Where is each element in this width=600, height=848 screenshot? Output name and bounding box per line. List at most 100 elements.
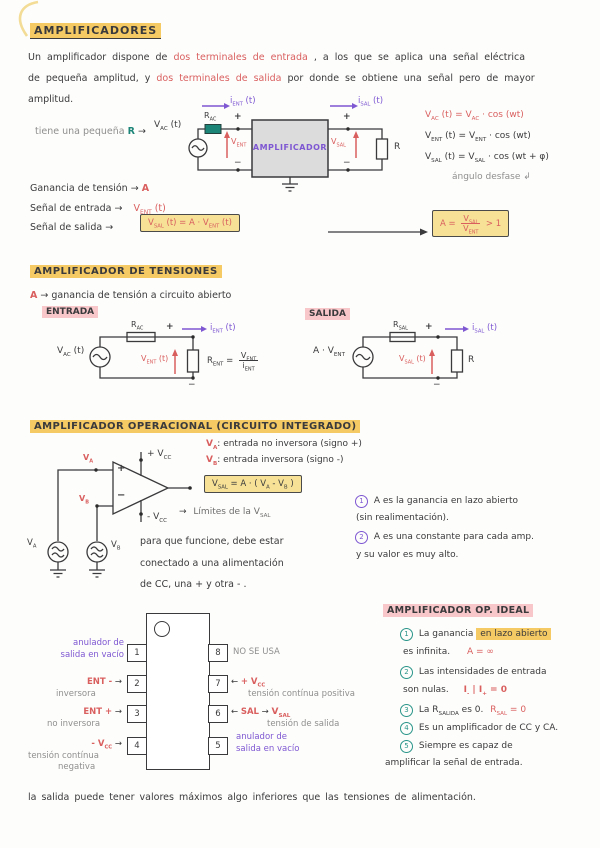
arrow-glyph: → <box>114 203 123 214</box>
vsal-label: VSAL (t) <box>399 354 426 366</box>
pin-6-label: ← SAL → VSAL <box>231 707 290 719</box>
minus-sign: − <box>343 158 351 168</box>
va-description: VA: entrada no inversora (signo +) <box>206 439 362 451</box>
phase-note: ángulo desfase ↲ <box>452 172 531 182</box>
plus-sign: + <box>425 322 433 332</box>
load-resistor-icon <box>450 349 464 373</box>
salida-tag: SALIDA <box>305 308 350 320</box>
va-input-label: VA <box>83 453 94 465</box>
ideal-1-text2: es infinita. <box>403 647 451 657</box>
minus-sign: − <box>433 380 441 390</box>
ideal-1-number: 1 <box>400 628 413 641</box>
pin-6-signal: SAL <box>240 707 259 717</box>
opamp-wires <box>47 452 192 578</box>
vac-source-label: VAC (t) <box>57 346 85 358</box>
pin-2-desc: inversora <box>56 689 96 699</box>
ient-label: iENT (t) <box>210 323 236 335</box>
equation-vent: VENT (t) = VENT · cos (wt) <box>425 131 531 143</box>
output-signal-line: Señal de salida → <box>30 222 113 234</box>
vcc-minus-label: - VCC <box>147 512 168 524</box>
section-title-tensiones: AMPLIFICADOR DE TENSIONES <box>30 265 222 278</box>
equation-vac: VAC (t) = VAC · cos (wt) <box>425 110 524 122</box>
ideal-2-text: Las intensidades de entrada <box>418 667 547 678</box>
rent-lhs: RENT = <box>207 356 234 368</box>
pin-7-label: ← + VCC <box>231 677 265 688</box>
ideal-2-text2: son nulas. <box>403 685 449 695</box>
intro-highlight-salida: dos terminales de salida <box>156 73 282 84</box>
pin-3-label: ENT + → <box>76 707 122 717</box>
opamp-note-2b: y su valor es muy alto. <box>356 550 459 560</box>
va-label: VA <box>206 439 218 451</box>
vb-source-icon <box>86 541 108 563</box>
intro-line-3: amplitud. <box>28 94 74 105</box>
section-title-ideal: AMPLIFICADOR OP. IDEAL <box>383 604 534 617</box>
entrada-circuit-diagram: VAC (t) RAC + − iENT (t) VENT (t) RENT =… <box>55 318 300 398</box>
ac-source-icon <box>89 346 111 368</box>
note-1-number: 1 <box>355 495 368 508</box>
ideal-3-formula: RSAL = 0 <box>490 705 527 717</box>
vcc-plus-label: + VCC <box>147 449 172 461</box>
ideal-item-5: 5 Siempre es capaz de <box>400 740 513 753</box>
pin-6: 6 <box>208 705 228 723</box>
gain-label: Ganancia de tensión <box>30 183 128 194</box>
arrow-glyph: → <box>261 707 269 717</box>
vb-input-label: VB <box>79 494 89 506</box>
pin-7: 7 <box>208 675 228 693</box>
minus-sign: − <box>188 380 196 390</box>
pin-2: 2 <box>127 675 147 693</box>
input-signal-label: Señal de entrada <box>30 203 112 214</box>
pin-4-desc: tensión contínua <box>28 751 99 761</box>
vb-description: VB: entrada inversora (signo -) <box>206 455 344 467</box>
ideal-1-text: La ganancia <box>418 629 474 640</box>
page-title: AMPLIFICADORES <box>30 23 162 39</box>
sine-icon <box>191 145 205 151</box>
ideal-3-text2: es 0. <box>461 705 484 716</box>
ideal-3-text: La <box>418 705 430 716</box>
rac-label: RAC <box>131 320 144 332</box>
pin-4-desc2: negativa <box>58 762 96 772</box>
ideal-4-number: 4 <box>400 722 413 735</box>
chip-notch-icon <box>154 621 170 637</box>
ideal-5-number: 5 <box>400 740 413 753</box>
arrow-left-glyph: ← <box>231 677 239 687</box>
opamp-note-1b: (sin realimentación). <box>356 513 449 523</box>
ideal-item-1: 1 La ganancia en lazo abierto <box>400 628 552 641</box>
ideal-3-number: 3 <box>400 704 413 717</box>
pin-5-label-line2: salida en vacío <box>236 743 300 754</box>
section-title-operacional: AMPLIFICADOR OPERACIONAL (CIRCUITO INTEG… <box>30 420 361 433</box>
arrow-glyph: → <box>137 126 146 137</box>
pin-4: 4 <box>127 737 147 755</box>
arrow-glyph: → <box>114 739 122 749</box>
entrada-circuit-wires <box>89 326 207 380</box>
pin-5-label: anulador de salida en vacío <box>236 732 326 755</box>
open-loop-gain-line: A → ganancia de tensión a circuito abier… <box>30 290 231 302</box>
salida-circuit-diagram: A · VENT RSAL + − iSAL (t) VSAL (t) R <box>305 318 555 398</box>
ideal-1-highlight: en lazo abierto <box>476 628 552 641</box>
pin-1-label-line1: anulador de <box>73 638 124 648</box>
intro-highlight-entrada: dos terminales de entrada <box>173 52 308 63</box>
va-source-icon <box>47 541 69 563</box>
pin-2-label: ENT - → <box>76 677 122 687</box>
ideal-item-3: 3 La RSALIDA es 0. RSAL = 0 <box>400 704 526 717</box>
ient-label: iENT (t) <box>230 96 256 108</box>
vac-source-label: VAC (t) <box>154 120 182 132</box>
pin-1-label: anulador de salida en vacío <box>50 638 124 661</box>
supply-note-2: conectado a una alimentación <box>140 557 284 569</box>
vent-label: VENT (t) <box>141 354 169 366</box>
gain-formula-comparison: > 1 <box>485 219 502 230</box>
footer-note: la salida puede tener valores máximos al… <box>28 792 476 803</box>
open-loop-gain-text: ganancia de tensión a circuito abierto <box>51 290 232 301</box>
output-signal-label: Señal de salida <box>30 222 103 233</box>
ideal-4-text: Es un amplificador de CC y CA. <box>418 723 559 734</box>
input-signal-line: Señal de entrada → VENT (t) <box>30 203 166 216</box>
ideal-item-2: 2 Las intensidades de entrada <box>400 666 546 679</box>
pin-5-label-line1: anulador de <box>236 732 287 742</box>
opamp-note-1: 1 A es la ganancia en lazo abierto <box>355 495 518 508</box>
page-curl-decoration <box>18 0 39 37</box>
pin-5: 5 <box>208 737 228 755</box>
ac-source-icon <box>188 138 208 158</box>
intro-text: por donde se obtiene una señal pero de m… <box>287 73 535 84</box>
arrow-glyph: → <box>130 183 139 194</box>
